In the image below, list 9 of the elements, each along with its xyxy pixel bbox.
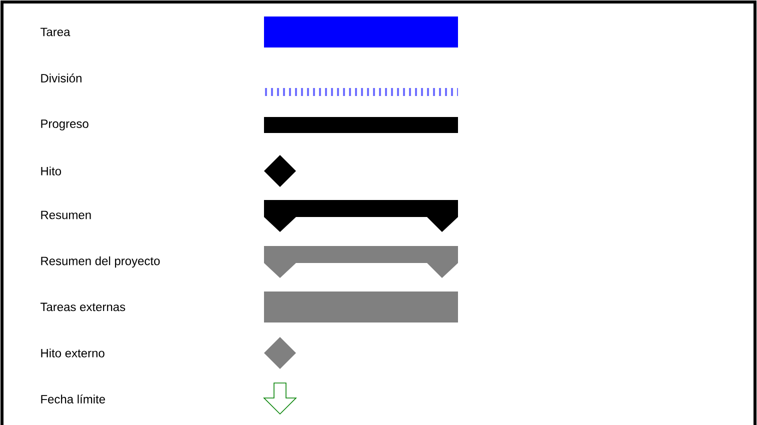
legend-label: Hito externo [41,348,104,358]
legend-label: Tarea [40,28,70,36]
legend-label: Resumen [41,210,91,220]
legend-label: Hito [41,166,62,176]
legend-label: División [41,74,82,82]
legend-label: Resumen del proyecto [41,256,160,268]
legend-label: Fecha límite [41,394,105,404]
legend-label: Progreso [41,120,88,130]
legend-label: Tareas externas [40,302,126,312]
